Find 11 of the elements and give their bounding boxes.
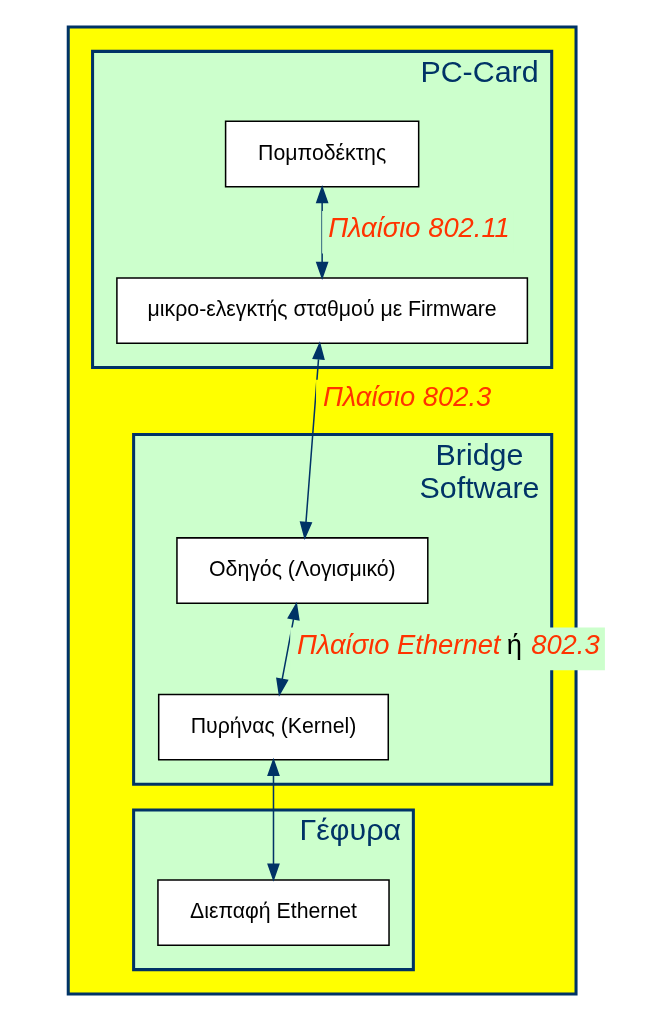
- node-box: Οδηγός (Λογισμικό): [175, 537, 429, 604]
- node-box: μικρο-ελεγκτής σταθμού με Firmware: [115, 277, 528, 344]
- arrow: [299, 341, 325, 540]
- edge-label: Πλαίσιο 802.11: [327, 212, 510, 244]
- arrow: [275, 601, 300, 697]
- arrow: [266, 757, 280, 882]
- edge-label: Πλαίσιο 802.3: [322, 381, 491, 413]
- node-box: Πομποδέκτης: [224, 120, 419, 188]
- node-box: Διεπαφή Ethernet: [156, 879, 390, 947]
- node-box: Πυρήνας (Kernel): [157, 693, 389, 761]
- arrow: [315, 185, 329, 281]
